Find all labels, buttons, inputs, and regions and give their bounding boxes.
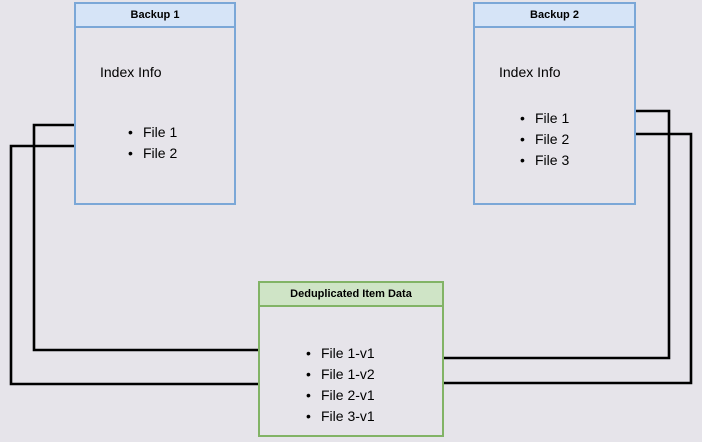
backup-2-box: Backup 2 Index Info File 1 File 2 File 3 (473, 2, 636, 205)
backup-2-title: Backup 2 (475, 4, 634, 28)
backup-1-body: Index Info File 1 File 2 (76, 28, 234, 205)
backup-1-file-list: File 1 File 2 (128, 122, 177, 164)
backup-1-title: Backup 1 (76, 4, 234, 28)
list-item: File 2 (128, 143, 177, 164)
backup-2-index-info-label: Index Info (499, 64, 561, 80)
list-item: File 1 (128, 122, 177, 143)
list-item: File 1-v2 (306, 364, 375, 385)
list-item: File 1 (520, 108, 569, 129)
deduplicated-item-data-body: File 1-v1 File 1-v2 File 2-v1 File 3-v1 (260, 307, 442, 437)
backup-1-box: Backup 1 Index Info File 1 File 2 (74, 2, 236, 205)
list-item: File 3 (520, 150, 569, 171)
list-item: File 2 (520, 129, 569, 150)
backup-2-file-list: File 1 File 2 File 3 (520, 108, 569, 171)
backup-1-index-info-label: Index Info (100, 64, 162, 80)
list-item: File 3-v1 (306, 406, 375, 427)
backup-2-body: Index Info File 1 File 2 File 3 (475, 28, 634, 205)
list-item: File 2-v1 (306, 385, 375, 406)
deduplicated-item-data-box: Deduplicated Item Data File 1-v1 File 1-… (258, 281, 444, 437)
deduplicated-item-list: File 1-v1 File 1-v2 File 2-v1 File 3-v1 (306, 343, 375, 427)
deduplicated-item-data-title: Deduplicated Item Data (260, 283, 442, 307)
list-item: File 1-v1 (306, 343, 375, 364)
